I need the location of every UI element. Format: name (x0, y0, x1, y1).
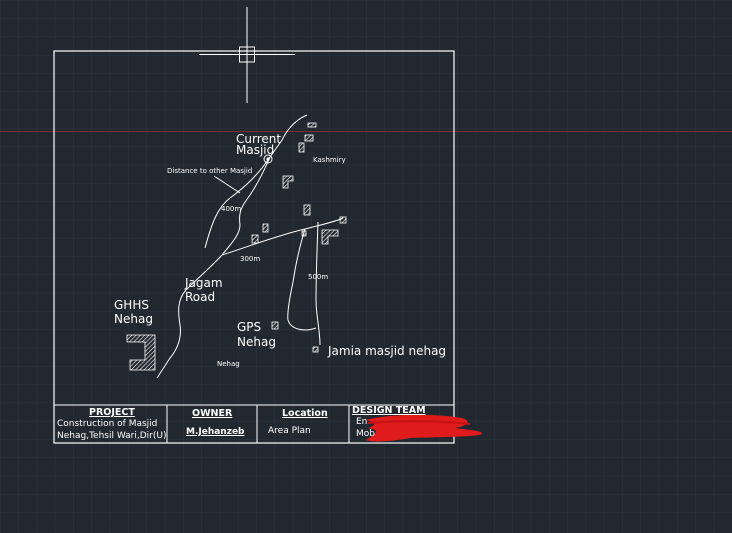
leader-distance (213, 175, 241, 194)
road-to-jamia (315, 221, 321, 346)
project-header: PROJECT (89, 407, 135, 418)
label-jagam-road-line1: Jagam (185, 276, 223, 290)
redaction-mark (365, 414, 483, 442)
label-distance-300m: 300m (240, 255, 261, 263)
label-ghhs-line1: GHHS (114, 298, 149, 312)
label-ghhs-line2: Nehag (114, 312, 153, 326)
label-gps-line2: Nehag (237, 335, 276, 349)
location-header: Location (282, 408, 328, 419)
label-jagam-road-line2: Road (185, 290, 216, 304)
crosshair-cursor (199, 7, 295, 103)
label-nehag: Nehag (217, 360, 240, 368)
label-gps-line1: GPS (237, 320, 262, 334)
label-distance-400m: 400m (221, 205, 242, 213)
road-to-gps (287, 228, 317, 331)
label-kashmiry: Kashmiry (313, 156, 346, 164)
location-value: Area Plan (268, 426, 311, 436)
design-team-header: DESIGN TEAM (352, 405, 426, 416)
owner-value: M.Jehanzeb (186, 427, 245, 437)
label-current-masjid-line1: Current (236, 132, 282, 146)
design-team-line1: En (356, 417, 368, 427)
project-line1: Construction of Masjid (57, 419, 158, 429)
project-line2: Nehag,Tehsil Wari,Dir(U) (57, 431, 167, 441)
label-distance-500m: 500m (308, 273, 329, 281)
owner-header: OWNER (192, 408, 233, 419)
label-current-masjid-line2: Masjid (236, 143, 275, 157)
road-branch-upper (204, 156, 271, 249)
buildings (126, 122, 347, 371)
design-team-line2: Mob (356, 429, 375, 439)
current-masjid-marker (263, 154, 273, 164)
title-block (54, 404, 454, 443)
label-distance-note: Distance to other Masjid (167, 167, 253, 175)
label-jamia-masjid: Jamia masjid nehag (328, 344, 447, 358)
